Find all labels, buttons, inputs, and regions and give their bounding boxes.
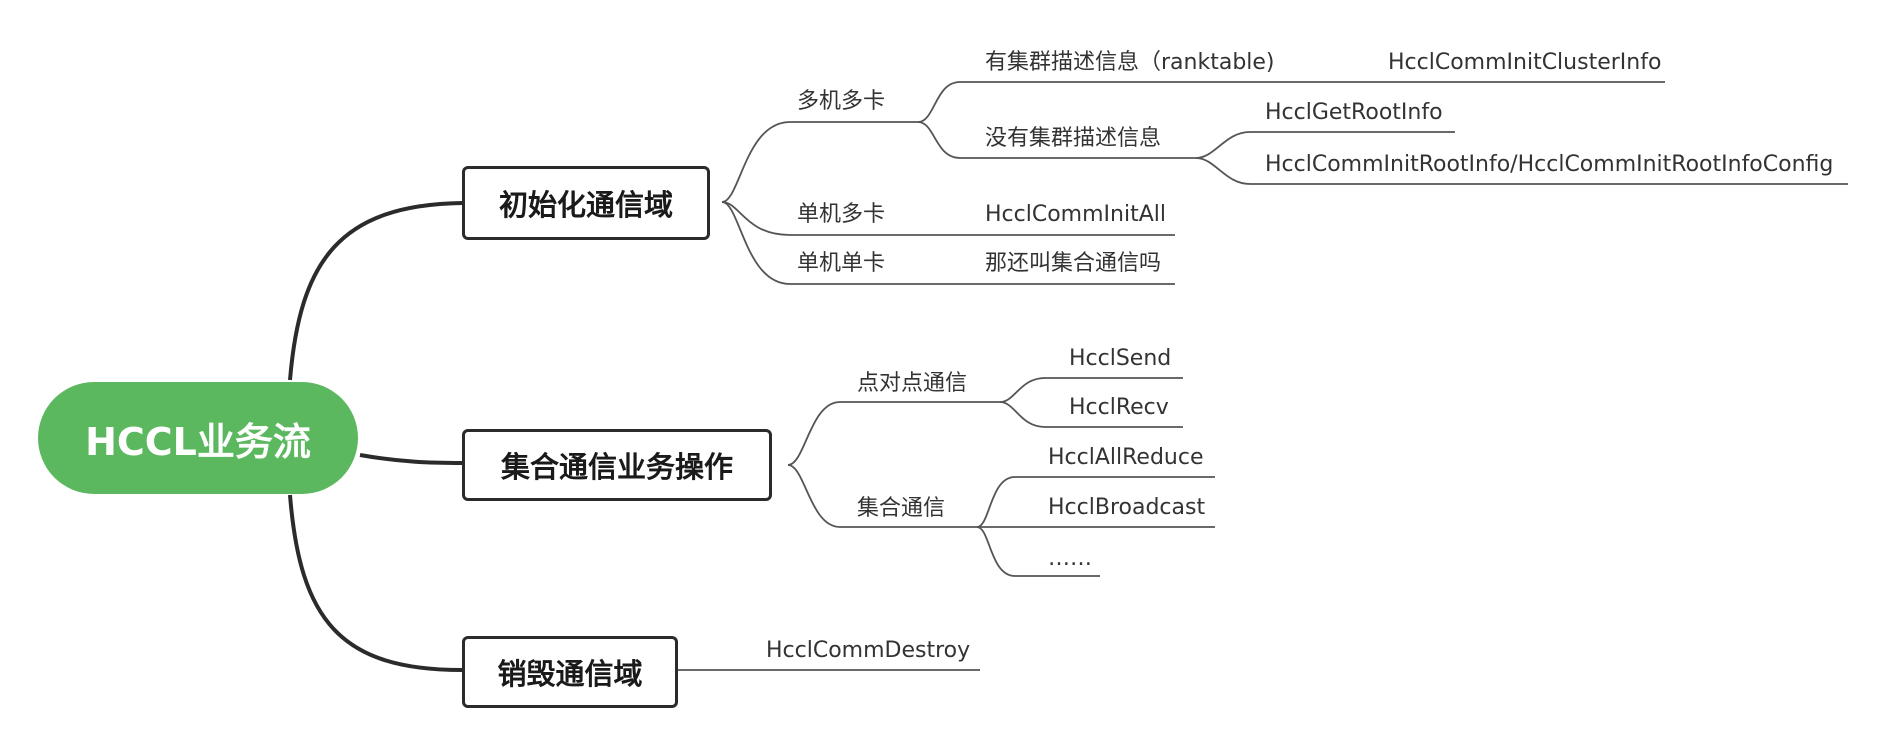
topic-HcclSend[interactable]: HcclSend — [1069, 346, 1172, 371]
topic-single-machine-multi-card[interactable]: 单机多卡 — [797, 202, 886, 227]
topic-HcclCommDestroy[interactable]: HcclCommDestroy — [766, 638, 971, 663]
connector-noranktable-getroot — [1195, 131, 1455, 159]
connector-coll-allreduce — [976, 476, 1215, 528]
root-node-label: HCCL业务流 — [85, 419, 311, 464]
connector-collective-coll — [787, 464, 977, 528]
branch-node-destroy-label: 销毁通信域 — [497, 657, 643, 691]
topic-not-collective[interactable]: 那还叫集合通信吗 — [985, 251, 1162, 276]
topic-more[interactable]: …… — [1048, 546, 1092, 571]
root-node[interactable]: HCCL业务流 — [38, 382, 358, 494]
branch-node-init[interactable]: 初始化通信域 — [462, 166, 710, 240]
topic-HcclCommInitClusterInfo[interactable]: HcclCommInitClusterInfo — [1388, 50, 1662, 75]
topic-HcclCommInitRootInfo[interactable]: HcclCommInitRootInfo/HcclCommInitRootInf… — [1265, 152, 1834, 177]
connector-multi-ranktable — [917, 81, 1665, 123]
topic-collective[interactable]: 集合通信 — [857, 496, 946, 521]
topic-HcclAllReduce[interactable]: HcclAllReduce — [1048, 445, 1204, 470]
connector-init-single-single — [721, 201, 1175, 285]
connector-noranktable-initroot — [1195, 157, 1848, 185]
topic-point-to-point[interactable]: 点对点通信 — [857, 371, 968, 396]
connector-multi-noranktable — [917, 121, 1196, 159]
topic-without-ranktable[interactable]: 没有集群描述信息 — [985, 126, 1162, 151]
topic-HcclCommInitAll[interactable]: HcclCommInitAll — [985, 202, 1166, 227]
topic-HcclGetRootInfo[interactable]: HcclGetRootInfo — [1265, 100, 1443, 125]
connector-root-collective — [359, 453, 463, 465]
topic-multi-machine-multi-card[interactable]: 多机多卡 — [797, 89, 886, 114]
connector-p2p-send — [999, 377, 1183, 403]
connector-p2p-recv — [999, 401, 1183, 428]
connector-root-init — [288, 201, 463, 381]
connector-init-single-multi — [721, 201, 1175, 236]
topic-with-ranktable[interactable]: 有集群描述信息（ranktable) — [985, 50, 1275, 75]
topic-single-machine-single-card[interactable]: 单机单卡 — [797, 251, 886, 276]
branch-node-destroy[interactable]: 销毁通信域 — [462, 636, 678, 708]
branch-node-collective-label: 集合通信业务操作 — [500, 450, 733, 484]
topic-HcclRecv[interactable]: HcclRecv — [1069, 395, 1169, 420]
branch-node-collective[interactable]: 集合通信业务操作 — [462, 429, 772, 501]
connector-init-multi — [721, 121, 918, 203]
connector-root-destroy — [288, 494, 463, 672]
connector-coll-more — [976, 526, 1100, 577]
connector-collective-p2p — [787, 401, 1000, 466]
topic-HcclBroadcast[interactable]: HcclBroadcast — [1048, 495, 1206, 520]
branch-node-init-label: 初始化通信域 — [498, 188, 673, 222]
